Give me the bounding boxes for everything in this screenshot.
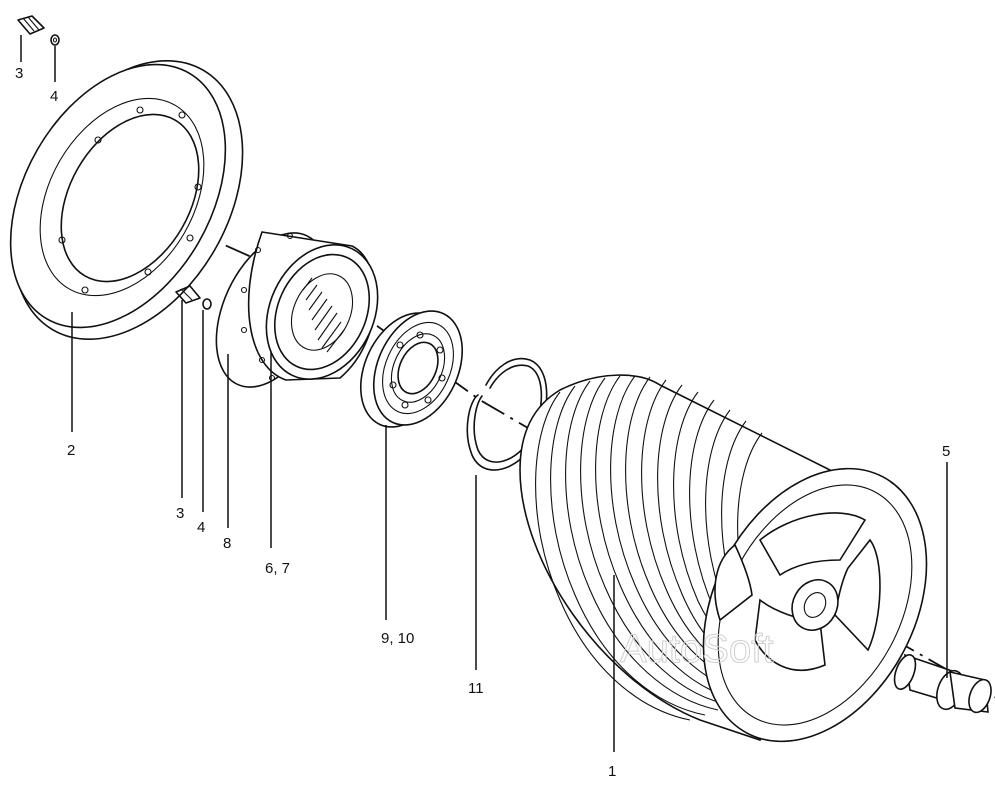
- bearing: [359, 310, 464, 428]
- hub-washer: [202, 298, 212, 310]
- flange-plate: [9, 60, 244, 340]
- grooved-drum: [519, 374, 928, 743]
- top-washer: [50, 34, 60, 46]
- label-hub: 6, 7: [265, 560, 290, 577]
- label-drum: 1: [608, 763, 616, 780]
- label-washer: 4: [197, 519, 205, 536]
- flange-bolt-holes: [58, 106, 202, 294]
- label-pin: 8: [223, 535, 231, 552]
- splined-hub: [215, 231, 379, 388]
- label-top-washer: 4: [50, 88, 58, 105]
- label-screw: 3: [176, 505, 184, 522]
- hub-screw: [175, 285, 201, 304]
- drum-flange-windows: [714, 512, 881, 671]
- bearing-rollers: [389, 331, 446, 409]
- hub-bolt-holes: [240, 232, 294, 382]
- shaft: [893, 653, 992, 714]
- watermark: AutoSoft: [620, 627, 773, 671]
- label-shaft: 5: [942, 443, 950, 460]
- label-top-screw: 3: [15, 65, 23, 82]
- label-bearing: 9, 10: [381, 630, 414, 647]
- top-screw: [17, 15, 45, 35]
- label-flange: 2: [67, 442, 75, 459]
- label-snap-ring: 11: [468, 680, 484, 697]
- hub-spline-teeth: [302, 277, 345, 353]
- drum-end-flange: [702, 467, 928, 743]
